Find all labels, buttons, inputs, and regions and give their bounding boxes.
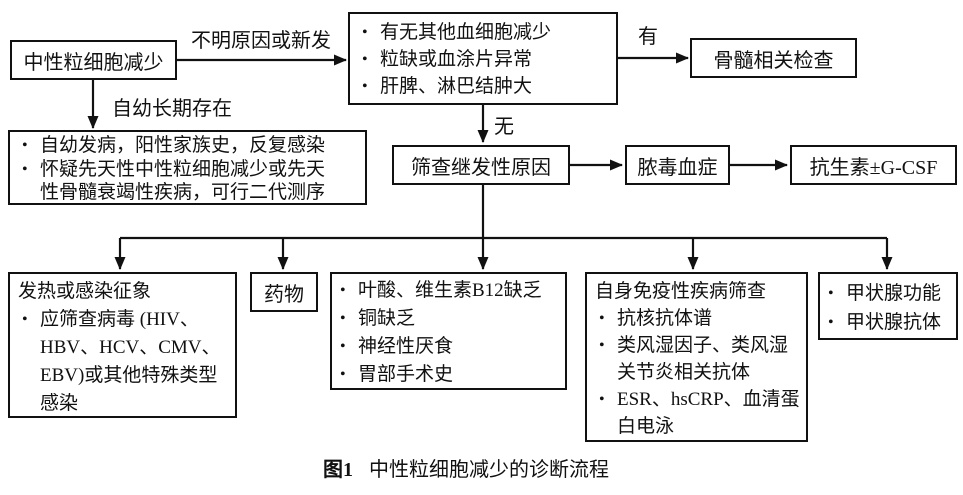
edge-label-unknown-or-new: 不明原因或新发	[191, 30, 331, 52]
list-item: 类风湿因子、类风湿关节炎相关抗体	[595, 332, 802, 386]
list-item: 甲状腺抗体	[826, 308, 954, 337]
figure-caption: 图1 中性粒细胞减少的诊断流程	[0, 453, 932, 482]
thyroid-box: 甲状腺功能 甲状腺抗体	[818, 272, 958, 340]
edge-label-yes: 有	[638, 26, 658, 48]
list-item: 肝脾、淋巴结肿大	[358, 73, 610, 100]
box-title: 发热或感染征象	[18, 281, 152, 302]
secondary-screen-box: 筛查继发性原因	[392, 145, 570, 185]
edge-label-since-childhood: 自幼长期存在	[112, 98, 232, 120]
initial-eval-box: 有无其他血细胞减少 粒缺或血涂片异常 肝脾、淋巴结肿大	[348, 12, 618, 105]
list-item-text: 甲状腺抗体	[846, 312, 942, 333]
edge-label-no: 无	[494, 116, 514, 138]
nutrition-box: 叶酸、维生素B12缺乏 铜缺乏 神经性厌食 胃部手术史	[330, 272, 567, 390]
congenital-box: 自幼发病，阳性家族史，反复感染 怀疑先天性中性粒细胞减少或先天性骨髓衰竭性疾病，…	[8, 130, 367, 205]
list-item-text: 类风湿因子、类风湿关节炎相关抗体	[617, 335, 789, 383]
start-box: 中性粒细胞减少	[10, 40, 177, 80]
list-item: 叶酸、维生素B12缺乏	[338, 277, 563, 305]
list-item-text: 粒缺或血涂片异常	[380, 49, 533, 70]
list-item: 怀疑先天性中性粒细胞减少或先天性骨髓衰竭性疾病，可行二代测序	[18, 158, 339, 205]
list-item: 神经性厌食	[338, 333, 563, 361]
list-item: 自幼发病，阳性家族史，反复感染	[18, 134, 339, 158]
list-item-text: ESR、hsCRP、血清蛋白电泳	[617, 389, 800, 437]
list-item: 胃部手术史	[338, 361, 563, 389]
antibiotics-box: 抗生素±G-CSF	[790, 145, 957, 185]
list-item-text: 肝脾、淋巴结肿大	[380, 76, 533, 97]
sepsis-box: 脓毒血症	[625, 145, 730, 185]
caption-label: 图1	[323, 459, 353, 481]
list-item-text: 铜缺乏	[358, 308, 416, 329]
list-item: 粒缺或血涂片异常	[358, 46, 610, 73]
list-item-text: 怀疑先天性中性粒细胞减少或先天性骨髓衰竭性疾病，可行二代测序	[40, 158, 326, 204]
drug-box: 药物	[250, 272, 318, 312]
list-item: ESR、hsCRP、血清蛋白电泳	[595, 386, 802, 440]
list-item-text: 有无其他血细胞减少	[380, 22, 552, 43]
infection-box: 发热或感染征象 应筛查病毒 (HIV、HBV、HCV、CMV、EBV)或其他特殊…	[8, 272, 237, 418]
box-title: 自身免疫性疾病筛查	[595, 281, 767, 302]
list-item-text: 抗核抗体谱	[617, 308, 713, 329]
list-item-text: 应筛查病毒 (HIV、HBV、HCV、CMV、EBV)或其他特殊类型感染	[40, 309, 221, 414]
list-item: 有无其他血细胞减少	[358, 19, 610, 46]
list-item-text: 胃部手术史	[358, 364, 454, 385]
caption-title: 中性粒细胞减少的诊断流程	[369, 459, 609, 481]
bone-marrow-box: 骨髓相关检查	[690, 38, 857, 78]
list-item: 抗核抗体谱	[595, 305, 802, 332]
list-item-text: 神经性厌食	[358, 336, 454, 357]
autoimmune-box: 自身免疫性疾病筛查 抗核抗体谱 类风湿因子、类风湿关节炎相关抗体 ESR、hsC…	[585, 272, 808, 442]
list-item-text: 叶酸、维生素B12缺乏	[358, 280, 542, 301]
list-item: 甲状腺功能	[826, 279, 954, 308]
list-item-text: 甲状腺功能	[846, 283, 942, 304]
list-item-text: 自幼发病，阳性家族史，反复感染	[40, 135, 326, 156]
list-item: 应筛查病毒 (HIV、HBV、HCV、CMV、EBV)或其他特殊类型感染	[18, 306, 229, 418]
list-item: 铜缺乏	[338, 305, 563, 333]
